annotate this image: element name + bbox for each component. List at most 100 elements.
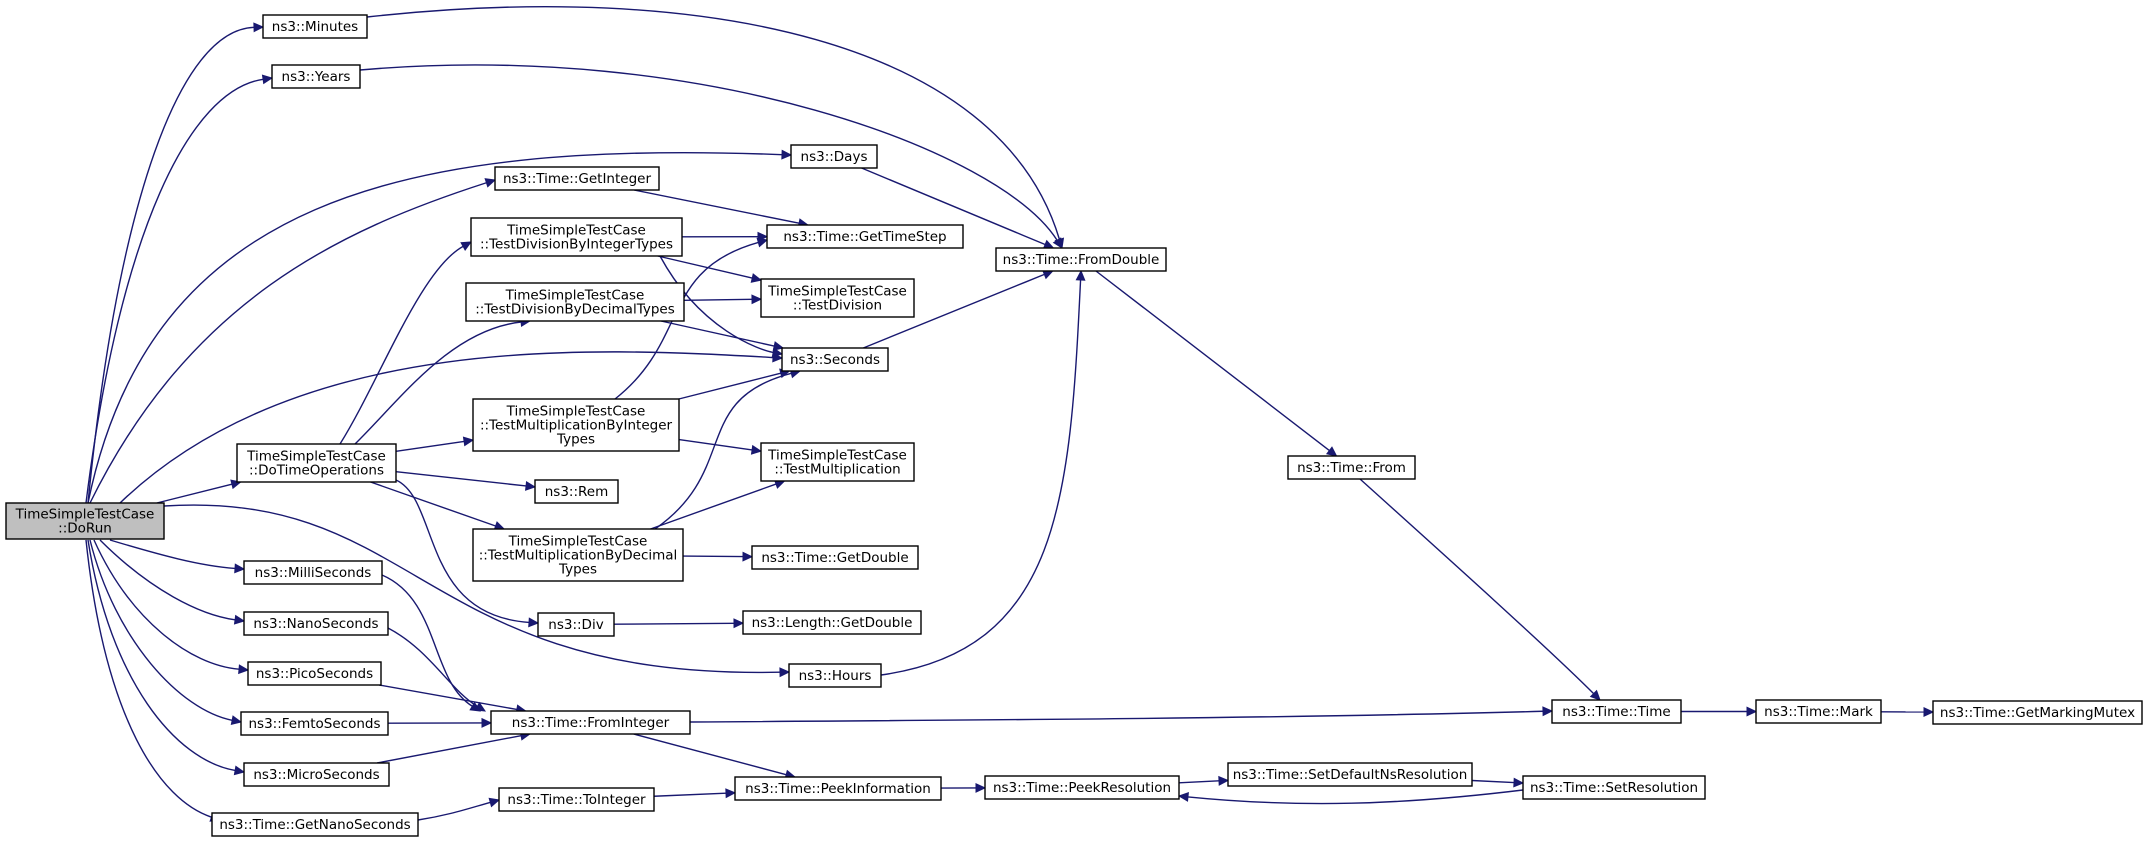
edge-line (395, 479, 530, 624)
arrowhead-icon (733, 618, 745, 629)
node-box (995, 247, 1167, 272)
node-hours[interactable]: ns3::Hours (788, 663, 882, 688)
node-setdefault[interactable]: ns3::Time::SetDefaultNsResolution (1227, 762, 1473, 787)
node-from[interactable]: ns3::Time::From (1287, 455, 1416, 480)
node-gettimestep[interactable]: ns3::Time::GetTimeStep (766, 224, 964, 249)
node-tointeger[interactable]: ns3::Time::ToInteger (498, 787, 655, 812)
edge-line (863, 273, 1045, 349)
edge-dorun-to-pico (93, 539, 250, 675)
node-mark[interactable]: ns3::Time::Mark (1755, 699, 1882, 724)
edge-line (381, 574, 473, 707)
node-layer: TimeSimpleTestCase::DoRun ns3::Minutesns3… (5, 14, 2143, 837)
arrowhead-icon (233, 765, 246, 776)
edge-dorun-to-getinteger (89, 178, 497, 504)
arrowhead-icon (460, 241, 473, 251)
node-dorun[interactable]: TimeSimpleTestCase::DoRun (5, 502, 165, 540)
node-box (240, 711, 389, 736)
node-getnano[interactable]: ns3::Time::GetNanoSeconds (211, 812, 419, 837)
node-setres[interactable]: ns3::Time::SetResolution (1522, 775, 1706, 800)
node-box (271, 64, 361, 89)
edge-line (683, 298, 753, 302)
node-label: Types (556, 432, 595, 448)
edge-minutes-to-fromdouble (366, 6, 1065, 250)
node-box (211, 812, 419, 837)
node-label: ns3::Time::ToInteger (507, 792, 646, 808)
node-frominteger[interactable]: ns3::Time::FromInteger (490, 710, 691, 735)
edge-tmuldec-to-getdouble (682, 551, 754, 562)
edge-line (109, 539, 236, 570)
node-label: ns3::Time::SetResolution (1530, 780, 1698, 796)
edge-line (119, 351, 774, 504)
node-nano[interactable]: ns3::NanoSeconds (243, 611, 389, 636)
edge-line (417, 801, 491, 821)
node-label: ns3::Seconds (790, 352, 880, 368)
edge-hours-to-fromdouble (880, 269, 1086, 676)
arrowhead-icon (781, 149, 793, 160)
arrowhead-icon (750, 444, 763, 455)
arrowhead-icon (779, 667, 791, 678)
node-label: TimeSimpleTestCase (767, 284, 907, 300)
node-tdivdec[interactable]: TimeSimpleTestCase::TestDivisionByDecima… (465, 282, 685, 322)
edge-line (678, 372, 781, 400)
node-getmutex[interactable]: ns3::Time::GetMarkingMutex (1932, 700, 2143, 725)
node-tdiv[interactable]: TimeSimpleTestCase::TestDivision (760, 278, 915, 318)
node-tmulint[interactable]: TimeSimpleTestCase::TestMultiplicationBy… (472, 398, 680, 452)
edge-fromdouble-to-from (1095, 270, 1338, 457)
node-label: ns3::Minutes (272, 19, 358, 35)
node-tmul[interactable]: TimeSimpleTestCase::TestMultiplication (760, 442, 915, 482)
edge-line (1471, 779, 1515, 784)
node-years[interactable]: ns3::Years (271, 64, 361, 89)
node-minutes[interactable]: ns3::Minutes (262, 14, 368, 39)
edge-dotime-to-rem (395, 471, 537, 491)
edge-line (376, 734, 522, 764)
node-peekres[interactable]: ns3::Time::PeekResolution (984, 775, 1180, 800)
node-div[interactable]: ns3::Div (537, 612, 615, 637)
node-time[interactable]: ns3::Time::Time (1551, 699, 1682, 724)
node-days[interactable]: ns3::Days (790, 144, 878, 169)
arrowhead-icon (1075, 269, 1086, 281)
node-fromdouble[interactable]: ns3::Time::FromDouble (995, 247, 1167, 272)
node-peekinfo[interactable]: ns3::Time::PeekInformation (734, 776, 942, 801)
node-micro[interactable]: ns3::MicroSeconds (243, 762, 390, 787)
edge-getnano-to-tointeger (417, 797, 501, 821)
arrowhead-icon (528, 617, 540, 628)
node-getdouble[interactable]: ns3::Time::GetDouble (751, 545, 919, 570)
arrowhead-icon (462, 436, 475, 447)
node-box (1755, 699, 1882, 724)
edge-line (689, 710, 1544, 723)
node-label: TimeSimpleTestCase (246, 449, 386, 465)
node-label: ::TestDivisionByIntegerTypes (480, 237, 673, 253)
edge-div-to-lengthgetdouble (613, 618, 745, 629)
node-tmuldec[interactable]: TimeSimpleTestCase::TestMultiplicationBy… (472, 528, 684, 582)
edge-line (861, 167, 1046, 246)
node-pico[interactable]: ns3::PicoSeconds (247, 661, 382, 686)
node-box (472, 528, 684, 582)
node-label: ns3::FemtoSeconds (248, 716, 380, 732)
node-rem[interactable]: ns3::Rem (534, 479, 619, 504)
node-femto[interactable]: ns3::FemtoSeconds (240, 711, 389, 736)
node-lengthgetdouble[interactable]: ns3::Length::GetDouble (742, 610, 922, 635)
node-box (490, 710, 691, 735)
edge-line (659, 255, 774, 354)
node-seconds[interactable]: ns3::Seconds (781, 347, 889, 372)
edge-dorun-to-getnano (85, 539, 222, 822)
node-label: ns3::Time::GetNanoSeconds (219, 817, 410, 833)
node-label: ns3::Time::GetInteger (503, 171, 651, 187)
edge-line (87, 26, 255, 504)
node-label: ::TestMultiplicationByInteger (480, 418, 673, 434)
node-label: TimeSimpleTestCase (506, 404, 646, 420)
edge-dorun-to-years (85, 74, 274, 504)
node-dotime[interactable]: TimeSimpleTestCase::DoTimeOperations (236, 443, 397, 483)
node-tdivint[interactable]: TimeSimpleTestCase::TestDivisionByIntege… (470, 217, 683, 257)
node-getinteger[interactable]: ns3::Time::GetInteger (494, 166, 660, 191)
node-label: TimeSimpleTestCase (506, 223, 646, 239)
edge-line (633, 733, 787, 776)
arrowhead-icon (742, 551, 754, 562)
edge-tmuldec-to-tmul (650, 479, 786, 530)
edge-nano-to-frominteger (387, 627, 487, 712)
edge-micro-to-frominteger (376, 730, 532, 764)
edge-line (387, 627, 478, 707)
node-box (1551, 699, 1682, 724)
node-milli[interactable]: ns3::MilliSeconds (243, 560, 383, 585)
edge-dorun-to-nano (99, 539, 246, 625)
